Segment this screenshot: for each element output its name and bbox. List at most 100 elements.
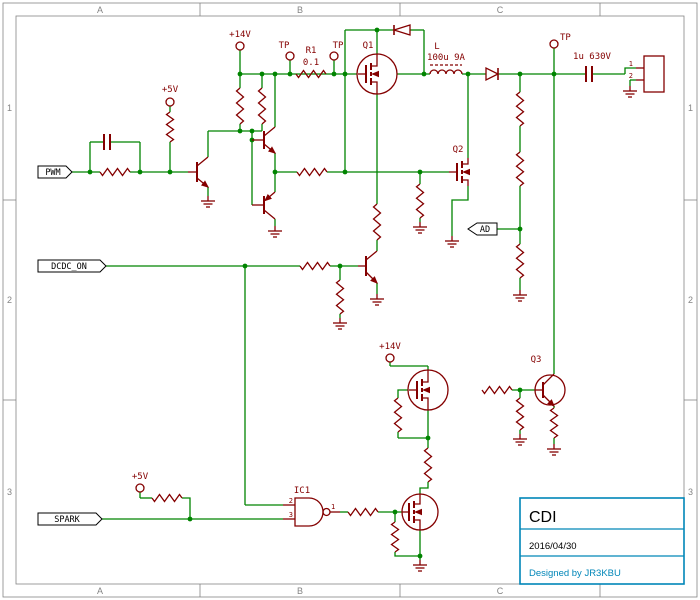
q2-ref[interactable]: Q2 xyxy=(453,145,464,155)
power-label-5v-left[interactable]: +5V xyxy=(162,85,179,95)
l-value[interactable]: 100u 9A xyxy=(427,53,466,63)
resistor-divider-3[interactable] xyxy=(515,243,525,279)
resistor-q2-gate-pulldown[interactable] xyxy=(415,183,425,219)
frame-row-1-right: 1 xyxy=(688,103,693,113)
power-symbol-5v-bottom[interactable] xyxy=(135,483,145,493)
frame-col-a-bottom: A xyxy=(97,586,103,596)
testpoint-1[interactable] xyxy=(285,51,295,61)
resistor-dcdc-series[interactable] xyxy=(299,261,331,271)
diode-clamp[interactable] xyxy=(391,24,411,36)
connector-output[interactable] xyxy=(636,55,665,93)
resistor-driver-out[interactable] xyxy=(296,167,328,177)
resistor-spark-pullup[interactable] xyxy=(151,493,183,503)
gnd-connector[interactable] xyxy=(623,86,637,98)
junction-dots xyxy=(87,27,557,559)
frame-col-c-top: C xyxy=(497,5,504,15)
gnd-divider[interactable] xyxy=(513,290,527,302)
capacitor-output[interactable] xyxy=(585,66,593,82)
title-block-designer: Designed by JR3KBU xyxy=(529,568,621,579)
power-symbol-5v-left[interactable] xyxy=(165,97,175,107)
capacitor-speedup[interactable] xyxy=(103,134,111,150)
frame-col-a-top: A xyxy=(97,5,103,15)
title-block-title: CDI xyxy=(529,509,557,526)
r1-ref[interactable]: R1 xyxy=(306,46,317,56)
gnd-totem[interactable] xyxy=(268,226,282,238)
mosfet-q1[interactable] xyxy=(356,53,398,95)
net-label-spark[interactable]: SPARK xyxy=(37,512,103,526)
bjt-totem-npn[interactable] xyxy=(252,126,277,154)
mosfet-q2[interactable] xyxy=(449,158,470,186)
frame-row-3-right: 3 xyxy=(688,487,693,497)
resistor-q3-base[interactable] xyxy=(481,385,513,395)
resistor-pwm-series[interactable] xyxy=(99,167,131,177)
testpoint-3[interactable] xyxy=(549,39,559,49)
net-label-pwm[interactable]: PWM xyxy=(37,165,73,179)
mosfet-mid[interactable] xyxy=(407,369,449,411)
net-label-ad-text[interactable]: AD xyxy=(480,225,490,235)
resistor-pullup-2[interactable] xyxy=(257,87,267,125)
power-label-5v-bottom[interactable]: +5V xyxy=(132,472,149,482)
frame-row-3-left: 3 xyxy=(7,487,12,497)
net-label-spark-text[interactable]: SPARK xyxy=(54,515,80,525)
resistors[interactable] xyxy=(99,69,559,553)
resistor-dcdc-pulldown[interactable] xyxy=(335,279,345,315)
resistor-pwm-pullup[interactable] xyxy=(165,111,175,143)
resistor-divider-1[interactable] xyxy=(515,91,525,127)
resistor-nand-out[interactable] xyxy=(347,507,379,517)
testpoint-2-label[interactable]: TP xyxy=(333,41,344,51)
r1-value[interactable]: 0.1 xyxy=(303,58,319,68)
inductor-l[interactable] xyxy=(429,64,463,75)
resistor-r1[interactable] xyxy=(295,69,327,79)
bjt-q3[interactable] xyxy=(534,373,566,407)
q1-ref[interactable]: Q1 xyxy=(363,41,374,51)
frame-zone-labels: A B C A B C 1 2 3 1 2 3 xyxy=(7,5,693,596)
testpoint-1-label[interactable]: TP xyxy=(279,41,290,51)
testpoint-2[interactable] xyxy=(329,51,339,61)
bjt-dcdc[interactable] xyxy=(358,250,378,284)
bjt-pwm-input[interactable] xyxy=(188,156,210,188)
frame-row-2-left: 2 xyxy=(7,295,12,305)
power-label-14v-top[interactable]: +14V xyxy=(229,30,251,40)
power-symbol-14v-top[interactable] xyxy=(235,41,245,51)
nand-pin-1: 1 xyxy=(331,503,335,511)
ground-symbols[interactable] xyxy=(201,86,637,572)
nand-gate-ic1[interactable] xyxy=(283,497,340,527)
bjt-totem-pnp[interactable] xyxy=(252,191,276,220)
power-label-14v-mid[interactable]: +14V xyxy=(379,342,401,352)
net-label-ad[interactable]: AD xyxy=(467,222,498,236)
net-label-dcdc-text[interactable]: DCDC_ON xyxy=(51,262,87,272)
nand-pin-3: 3 xyxy=(289,511,293,519)
resistor-m2-gate[interactable] xyxy=(393,397,403,433)
wire-segments[interactable] xyxy=(72,29,636,560)
testpoint-3-label[interactable]: TP xyxy=(560,33,571,43)
resistor-q3-emitter[interactable] xyxy=(549,407,559,439)
q3-ref[interactable]: Q3 xyxy=(531,355,542,365)
net-label-dcdc-on[interactable]: DCDC_ON xyxy=(37,259,107,273)
resistor-m3-pulldown[interactable] xyxy=(390,521,400,553)
resistor-m2-source[interactable] xyxy=(423,447,433,483)
gnd-q2-gate[interactable] xyxy=(413,222,427,234)
gnd-q3-pulldown[interactable] xyxy=(513,434,527,446)
diode-output[interactable] xyxy=(485,66,500,82)
gnd-q3-emitter[interactable] xyxy=(547,444,561,456)
gnd-q2-source[interactable] xyxy=(445,236,459,248)
gnd-dcdc-npn[interactable] xyxy=(370,294,384,306)
net-labels: PWM DCDC_ON SPARK AD xyxy=(37,165,498,526)
mosfet-bottom[interactable] xyxy=(401,493,439,531)
resistor-pullup-1[interactable] xyxy=(235,87,245,125)
power-symbol-14v-mid[interactable] xyxy=(385,353,395,363)
nand-pin-2: 2 xyxy=(289,497,293,505)
resistor-q1-source[interactable] xyxy=(372,203,382,241)
ic1-ref[interactable]: IC1 xyxy=(294,486,310,496)
resistor-divider-2[interactable] xyxy=(515,151,525,187)
gnd-dcdc-pulldown[interactable] xyxy=(333,318,347,330)
resistor-q3-pulldown[interactable] xyxy=(515,397,525,431)
gnd-m3-source[interactable] xyxy=(413,560,427,572)
title-block-date: 2016/04/30 xyxy=(529,541,577,552)
l-ref[interactable]: L xyxy=(434,42,439,52)
gnd-pwm-npn[interactable] xyxy=(201,196,215,208)
net-label-pwm-text[interactable]: PWM xyxy=(45,168,60,178)
cap-value[interactable]: 1u 630V xyxy=(573,52,612,62)
